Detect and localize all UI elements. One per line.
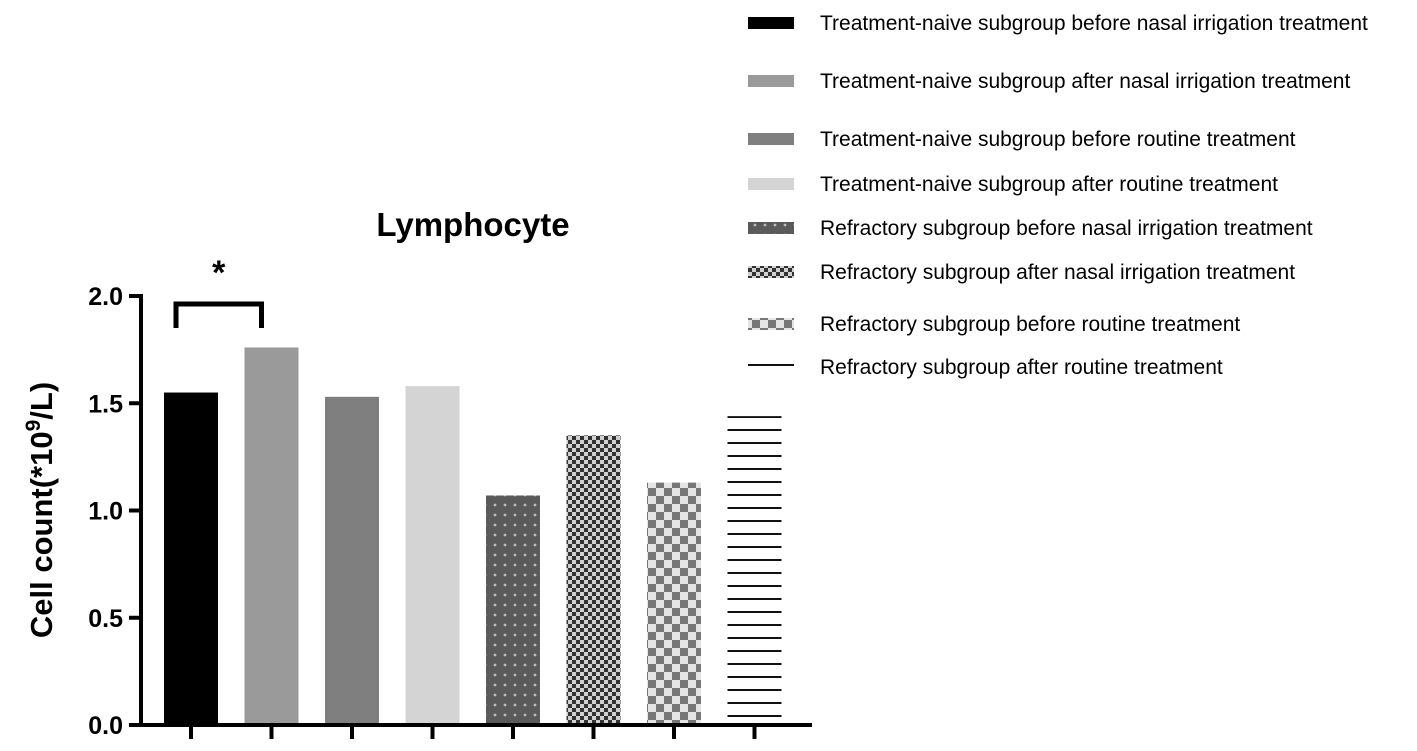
legend-swatch	[748, 361, 794, 373]
bar	[164, 392, 218, 725]
legend-label: Treatment-naive subgroup before routine …	[820, 128, 1296, 151]
legend-item: Refractory subgroup before nasal irrigat…	[748, 217, 1313, 240]
significance-bracket	[173, 301, 264, 328]
legend-item: Treatment-naive subgroup before routine …	[748, 128, 1296, 151]
legend-item: Refractory subgroup before routine treat…	[748, 313, 1240, 336]
legend-label: Refractory subgroup before nasal irrigat…	[820, 217, 1313, 240]
bar	[486, 495, 540, 725]
y-tick-label: 2.0	[88, 283, 123, 311]
bar	[244, 347, 299, 725]
bar	[727, 416, 782, 725]
y-axis-label-sup: 9	[22, 420, 45, 432]
y-axis-label: Cell count(*109/L)	[22, 382, 59, 638]
bar	[566, 435, 621, 725]
legend-label: Treatment-naive subgroup after routine t…	[820, 173, 1278, 196]
legend-swatch	[748, 17, 794, 29]
y-tick-label: 0.0	[88, 712, 123, 740]
legend-label: Treatment-naive subgroup before nasal ir…	[820, 12, 1368, 35]
y-tick-label: 1.5	[88, 390, 123, 418]
y-axis: 0.0 0.5 1.0 1.5 2.0	[88, 283, 143, 740]
legend-label: Refractory subgroup before routine treat…	[820, 313, 1240, 336]
y-tick-label: 1.0	[88, 498, 123, 526]
legend-swatch	[748, 222, 794, 234]
annotations: *	[173, 254, 264, 328]
legend-swatch	[748, 266, 794, 278]
legend-label: Refractory subgroup after routine treatm…	[820, 356, 1223, 379]
y-axis-label-suffix: /L)	[24, 382, 59, 420]
legend-label: Refractory subgroup after nasal irrigati…	[820, 261, 1295, 284]
y-tick-label: 0.5	[88, 605, 123, 633]
bars	[164, 347, 782, 725]
legend-item: Refractory subgroup after nasal irrigati…	[748, 261, 1295, 284]
legend-item: Treatment-naive subgroup after routine t…	[748, 173, 1278, 196]
legend-swatch	[748, 133, 794, 145]
bar	[405, 386, 460, 725]
legend: Treatment-naive subgroup before nasal ir…	[748, 12, 1368, 379]
legend-item: Treatment-naive subgroup before nasal ir…	[748, 12, 1368, 35]
bar	[647, 482, 701, 725]
legend-label: Treatment-naive subgroup after nasal irr…	[820, 70, 1350, 93]
chart-title: Lymphocyte	[376, 206, 569, 243]
legend-swatch	[748, 318, 794, 330]
legend-item: Treatment-naive subgroup after nasal irr…	[748, 70, 1350, 93]
x-axis	[139, 723, 812, 739]
bar	[325, 396, 379, 725]
legend-swatch	[748, 178, 794, 190]
legend-swatch	[748, 75, 794, 87]
significance-star: *	[212, 254, 226, 292]
legend-item: Refractory subgroup after routine treatm…	[748, 356, 1223, 379]
y-axis-label-prefix: Cell count(*10	[24, 431, 59, 638]
